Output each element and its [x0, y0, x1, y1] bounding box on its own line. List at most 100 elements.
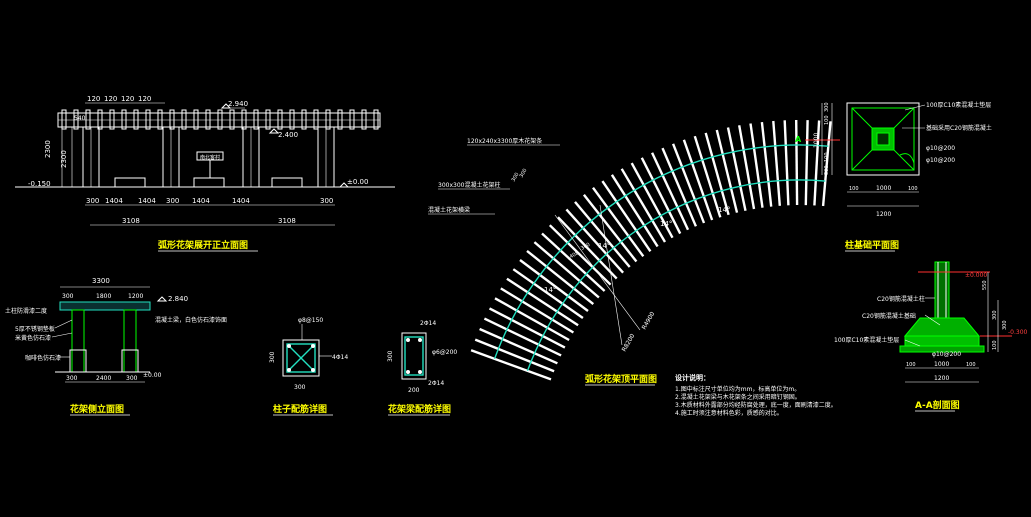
column-stirrup: φ8@150	[298, 317, 323, 324]
purlin	[253, 109, 259, 130]
top-dim-1: 120	[87, 95, 100, 103]
bottom-dim-2: 1404	[105, 197, 123, 205]
title-footing-plan: 柱基础平面图	[845, 239, 899, 251]
section-dim-bottom-3: 100	[966, 362, 976, 368]
wood-slat	[565, 208, 624, 274]
wood-slat	[804, 120, 809, 206]
radius-1: R4900	[641, 311, 657, 331]
wood-slat	[630, 162, 674, 239]
footing-dim-bottom-1: 100	[849, 186, 859, 192]
wood-slat	[795, 119, 799, 206]
wood-slat	[483, 317, 562, 357]
bottom-dim-6: 1404	[232, 197, 250, 205]
dim-v1: 2300	[44, 140, 52, 158]
wood-slat	[813, 120, 821, 206]
footing-dim-left-4: 100	[824, 152, 830, 162]
wood-slat	[574, 201, 631, 268]
plan-dim-4: 300	[519, 168, 529, 179]
footing-dim-left-2: 100	[824, 115, 830, 125]
title-beam-detail: 花架梁配筋详图	[388, 403, 451, 415]
footing-total: 1200	[876, 211, 891, 218]
purlin	[121, 109, 127, 130]
purlin	[325, 109, 331, 130]
wood-slat	[726, 127, 747, 211]
wood-slat	[519, 259, 589, 312]
side-note-3: 咖啡色仿石漆	[25, 354, 61, 362]
wood-slat	[488, 307, 566, 349]
wood-slat	[557, 216, 618, 280]
column-dim-v: 300	[269, 351, 276, 363]
wood-slat	[772, 120, 781, 206]
section-dim-bottom-1: 100	[906, 362, 916, 368]
purlin	[145, 109, 151, 130]
purlin	[313, 109, 319, 130]
wood-slat	[651, 152, 690, 231]
section-dim-right-3: 300	[1002, 320, 1008, 330]
footing-dim-bottom-2: 1000	[876, 185, 891, 192]
wood-slat	[479, 327, 558, 365]
level-right: ±0.00	[347, 178, 368, 186]
side-level: 2.840	[168, 295, 188, 303]
side-note-4: 土柱防滑漆二度	[5, 307, 47, 315]
footing-dim-left-1: 300	[824, 102, 830, 112]
wood-slat	[474, 338, 555, 373]
side-elevation: 3300 300 1800 1200 2.840 土柱防滑漆二度 混凝土梁，白色…	[5, 277, 227, 416]
angle-2: 14°	[660, 220, 672, 228]
beam-dim-v: 300	[387, 350, 394, 362]
purlin	[169, 109, 175, 130]
bottom-dim-4: 300	[166, 197, 179, 205]
wood-slat	[620, 168, 667, 243]
purlin	[361, 109, 367, 130]
title-plan: 弧形花架顶平面图	[585, 373, 657, 385]
wood-slat	[494, 297, 570, 342]
section-dim-right-1: 550	[982, 280, 988, 290]
footing-dim-left-5: 300	[824, 165, 830, 175]
title-column-detail: 柱子配筋详图	[273, 403, 327, 415]
title-side-elevation: 花架侧立面图	[70, 403, 124, 415]
side-dim-bottom-1: 300	[66, 375, 78, 382]
purlin	[229, 109, 235, 130]
beam-detail: 2Φ14 φ6@200 2Φ14 300 200 花架梁配筋详图	[387, 320, 457, 416]
footing-note-4: φ10@200	[926, 157, 955, 164]
purlin	[265, 109, 271, 130]
sign-label: 南北客村	[200, 154, 220, 161]
wood-slat	[582, 193, 638, 263]
wood-slat	[506, 277, 579, 327]
section-note-1: C20钢筋混凝土柱	[877, 295, 925, 303]
side-note-1: 5厚不锈钢垫板	[15, 325, 55, 333]
side-dim-bottom-2: 2400	[96, 375, 111, 382]
top-dim-2: 120	[104, 95, 117, 103]
wood-slat	[682, 139, 714, 221]
beam-stirrup: φ6@200	[432, 349, 457, 356]
wood-slat	[526, 249, 595, 306]
angle-3: 14°	[598, 242, 610, 250]
wood-slat	[592, 186, 645, 258]
arc-plan: R4900 R8200 120x240x3300厚木花架条 300x300混凝土…	[428, 119, 832, 386]
beam-bottom-bars: 2Φ14	[428, 380, 444, 387]
total-dim-1: 3108	[122, 217, 140, 225]
bottom-dim-7: 300	[320, 197, 333, 205]
level-left: -0.150	[28, 180, 51, 188]
wood-slat	[500, 287, 575, 334]
total-dim-2: 3108	[278, 217, 296, 225]
purlin	[109, 109, 115, 130]
section-mark: A	[795, 135, 802, 144]
wood-slat	[640, 157, 682, 235]
purlin	[277, 109, 283, 130]
footing-dim-left-3: 1000	[813, 133, 820, 148]
purlin	[301, 109, 307, 130]
wood-slat	[610, 174, 659, 248]
top-dim-3: 120	[121, 95, 134, 103]
beam-top-bars: 2Φ14	[420, 320, 436, 327]
note-line-2: 2.混凝土花架梁与木花架条之间采用暗钉钢固。	[675, 393, 801, 401]
side-note-5: 混凝土梁，白色仿石漆饰面	[155, 316, 227, 324]
section-total: 1200	[934, 375, 949, 382]
column-dim-h: 300	[294, 384, 306, 391]
wood-slat	[760, 121, 773, 207]
plan-dim-3: 300	[511, 172, 521, 183]
wood-slat	[821, 121, 832, 207]
angle-4: 14°	[544, 286, 556, 294]
level-top: 2.940	[228, 100, 248, 108]
wood-slat	[470, 349, 552, 381]
radius-2: R8200	[621, 333, 637, 353]
